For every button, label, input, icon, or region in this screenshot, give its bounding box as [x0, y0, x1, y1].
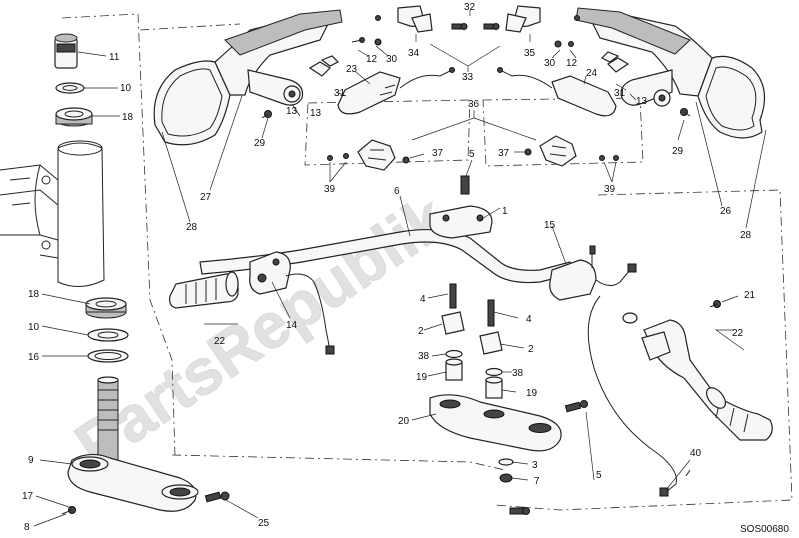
part-36-plates	[327, 135, 619, 171]
right-grip-and-switch	[549, 245, 773, 497]
callout-29: 29	[254, 138, 266, 149]
callout-2: 2	[418, 326, 424, 337]
part-10-bottom-seal	[87, 328, 129, 342]
callout-10: 10	[28, 322, 40, 333]
callout-9: 9	[28, 455, 34, 466]
part-1-upper-clamp	[429, 175, 493, 239]
riser-parts	[441, 283, 503, 399]
callout-15: 15	[544, 220, 556, 231]
callout-12: 12	[566, 58, 578, 69]
callout-37: 37	[498, 148, 510, 159]
callout-28: 28	[740, 230, 752, 241]
callout-13: 13	[310, 108, 322, 119]
left-bracket-parts	[308, 5, 455, 115]
callout-18: 18	[122, 112, 134, 123]
callout-13: 13	[636, 96, 648, 107]
callout-39: 39	[604, 184, 616, 195]
part-32-screws	[451, 23, 500, 30]
callout-32: 32	[464, 2, 476, 13]
part-11-top-cap	[54, 33, 78, 69]
callout-22: 22	[214, 336, 226, 347]
callout-30: 30	[386, 54, 398, 65]
callout-19: 19	[526, 388, 538, 399]
callout-20: 20	[398, 416, 410, 427]
part-18-bottom-bearing	[85, 297, 127, 319]
part-16-ring	[87, 349, 129, 363]
right-mirror-group	[575, 7, 766, 139]
callout-13: 13	[286, 106, 298, 117]
callout-38: 38	[512, 368, 524, 379]
callout-22: 22	[732, 328, 744, 339]
right-bracket-parts	[497, 5, 630, 117]
callout-1: 1	[502, 206, 508, 217]
steering-column-group	[0, 33, 230, 515]
callout-38: 38	[418, 351, 430, 362]
callout-40: 40	[690, 448, 702, 459]
callout-35: 35	[524, 48, 536, 59]
callout-17: 17	[22, 491, 34, 502]
callout-5: 5	[469, 149, 475, 160]
callout-5: 5	[596, 470, 602, 481]
callout-36: 36	[468, 99, 480, 110]
part-9-bottom-yoke	[61, 376, 199, 515]
callout-23: 23	[346, 64, 358, 75]
callout-12: 12	[366, 54, 378, 65]
part-40-cable	[685, 469, 691, 477]
callout-6: 6	[394, 186, 400, 197]
callout-33: 33	[462, 72, 474, 83]
callout-7: 7	[534, 476, 540, 487]
callout-18: 18	[28, 289, 40, 300]
callout-8: 8	[24, 522, 30, 533]
part-18-top-bearing	[55, 107, 93, 127]
leader-lines	[33, 10, 767, 527]
callout-24: 24	[586, 68, 598, 79]
part-20-top-yoke	[429, 394, 588, 515]
callout-3: 3	[532, 460, 538, 471]
part-25-bolt	[204, 491, 230, 503]
callout-4: 4	[420, 294, 426, 305]
callout-39: 39	[324, 184, 336, 195]
callout-2: 2	[528, 344, 534, 355]
callout-34: 34	[408, 48, 420, 59]
callout-19: 19	[416, 372, 428, 383]
callout-4: 4	[526, 314, 532, 325]
callout-11: 11	[109, 52, 120, 63]
callout-14: 14	[286, 320, 298, 331]
callout-31: 31	[614, 88, 626, 99]
callout-31: 31	[334, 88, 346, 99]
callout-21: 21	[744, 290, 756, 301]
callout-37: 37	[432, 148, 444, 159]
assembly-boundary-lines	[61, 13, 793, 511]
callout-10: 10	[120, 83, 132, 94]
drawing-code: SOS00680	[740, 524, 789, 535]
callout-29: 29	[672, 146, 684, 157]
frame-steering-head	[0, 140, 105, 287]
callout-16: 16	[28, 352, 40, 363]
left-mirror-group	[153, 9, 343, 146]
left-grip-and-switch	[169, 251, 335, 355]
callout-labels: 11 10 18 18 10 16 9 17 8 25 28 27 29 13 …	[22, 2, 756, 533]
part-10-top-seal	[55, 82, 85, 94]
callout-25: 25	[258, 518, 270, 529]
callout-28: 28	[186, 222, 198, 233]
callout-30: 30	[544, 58, 556, 69]
callout-27: 27	[200, 192, 212, 203]
callout-26: 26	[720, 206, 732, 217]
